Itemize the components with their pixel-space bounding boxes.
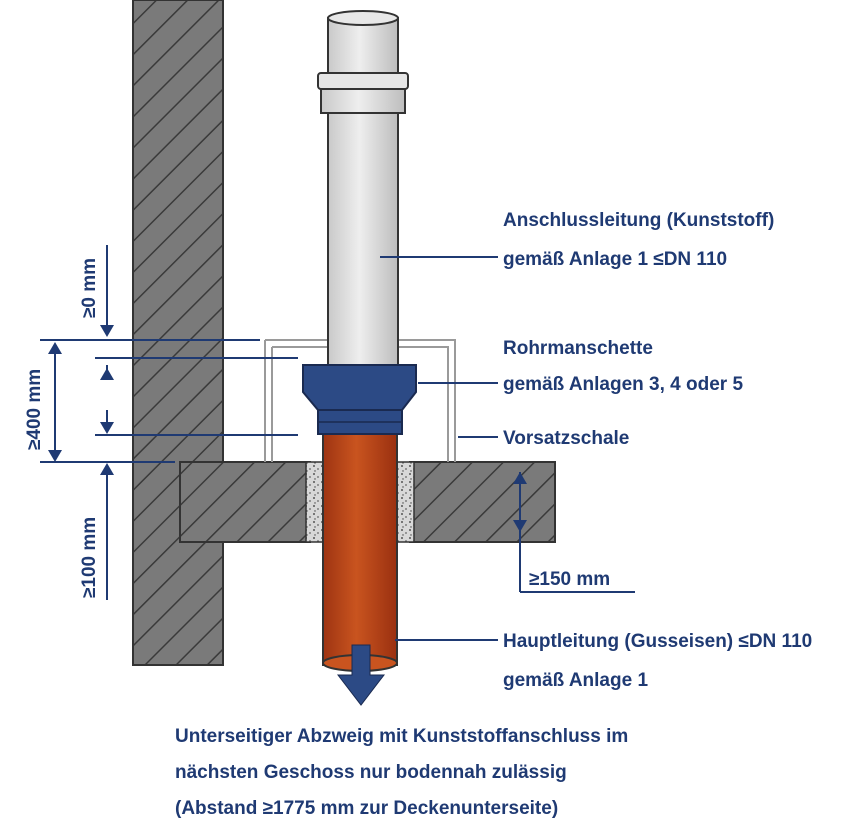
dimension-lines [40,245,635,600]
pipe-collar [302,364,417,411]
ceiling-slab-right [409,461,556,543]
vorsatzschale-label: Vorsatzschale [503,428,629,449]
connection-pipe-plastic [327,17,399,369]
ceiling-slab-left [179,461,311,543]
anschluss-label-line1: Anschlussleitung (Kunststoff) [503,210,774,231]
dimension-100-label: ≥100 mm [79,517,100,598]
bottom-note-line1: Unterseitiger Abzweig mit Kunststoffansc… [175,726,628,747]
mortar-fill-right [395,461,415,543]
dimension-150-label: ≥150 mm [529,569,610,590]
haupt-label-line2: gemäß Anlage 1 [503,670,648,691]
manschette-label-line1: Rohrmanschette [503,338,653,359]
pipe-socket-ring [317,72,409,90]
bottom-note-line3: (Abstand ≥1775 mm zur Deckenunterseite) [175,798,558,819]
haupt-label-line1: Hauptleitung (Gusseisen) ≤DN 110 [503,631,812,652]
anschluss-label-line2: gemäß Anlage 1 ≤DN 110 [503,249,727,270]
mortar-fill-left [305,461,325,543]
main-pipe-cast-iron [322,424,398,666]
bottom-note-line2: nächsten Geschoss nur bodennah zulässig [175,762,567,783]
leader-lines [380,256,498,641]
manschette-label-line2: gemäß Anlagen 3, 4 oder 5 [503,374,743,395]
vorsatzschale-outline [264,339,456,462]
wall [132,0,224,666]
dimension-0-label: ≥0 mm [79,258,100,318]
pipe-socket-body [320,88,406,114]
flow-arrow-icon [336,644,386,706]
dimension-400-label: ≥400 mm [24,369,45,450]
connection-pipe-top [327,10,399,26]
